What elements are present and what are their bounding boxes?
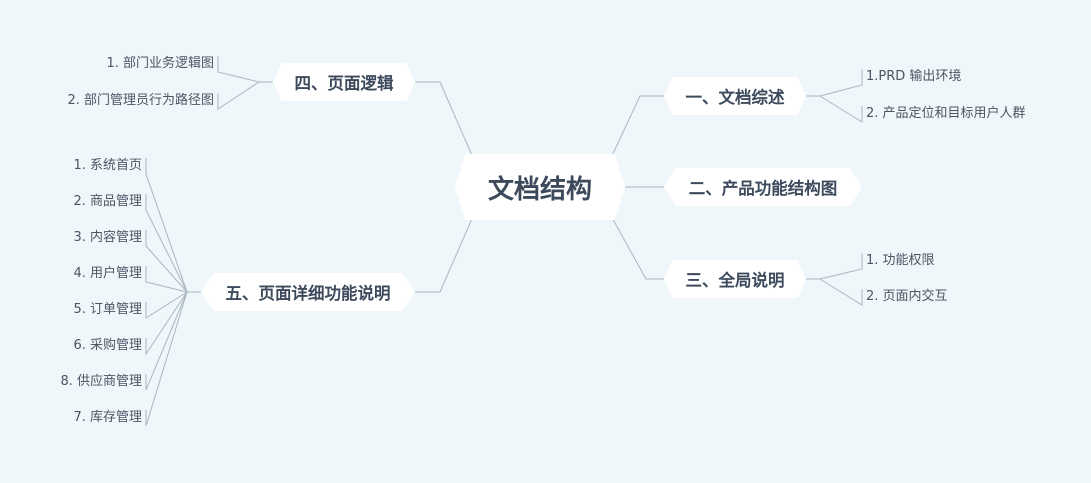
leaf-node[interactable]: 2. 商品管理 [73, 194, 142, 209]
connector-l-b4-0 [217, 56, 260, 83]
connector-l-b5-2 [145, 230, 188, 293]
leaf-node[interactable]: 1.PRD 输出环境 [866, 69, 962, 84]
leaf-node[interactable]: 8. 供应商管理 [60, 374, 142, 389]
branch-node-function-structure[interactable]: 二、产品功能结构图 [664, 168, 862, 206]
connector-l-b4-1 [217, 81, 260, 110]
leaf-node[interactable]: 3. 内容管理 [73, 230, 142, 245]
leaf-node[interactable]: 2. 部门管理员行为路径图 [67, 93, 214, 108]
connector-root-b1 [609, 95, 664, 161]
leaf-node[interactable]: 5. 订单管理 [73, 302, 142, 317]
branch-node-global-notes[interactable]: 三、全局说明 [664, 260, 806, 298]
leaf-node[interactable]: 2. 页面内交互 [866, 289, 948, 304]
leaf-node[interactable]: 1. 部门业务逻辑图 [106, 56, 214, 71]
connector-l-b5-4 [145, 291, 188, 319]
connector-l-b5-7 [145, 291, 188, 427]
leaf-node[interactable]: 7. 库存管理 [73, 410, 142, 425]
leaf-node[interactable]: 2. 产品定位和目标用户人群 [866, 106, 1026, 121]
connector-root-b3 [609, 213, 664, 280]
connector-l-b3-0 [819, 253, 863, 280]
leaf-node[interactable]: 6. 采购管理 [73, 338, 142, 353]
connector-l-b5-3 [145, 266, 188, 293]
connector-root-b5 [415, 213, 475, 293]
connector-l-b3-1 [819, 278, 863, 306]
connector-root-b4 [415, 81, 475, 161]
connector-l-b5-0 [145, 158, 188, 293]
branch-node-page-logic[interactable]: 四、页面逻辑 [273, 63, 415, 101]
leaf-node[interactable]: 4. 用户管理 [73, 266, 142, 281]
leaf-node[interactable]: 1. 系统首页 [73, 158, 142, 173]
root-node[interactable]: 文档结构 [455, 154, 625, 220]
connector-l-b5-1 [145, 194, 188, 293]
connector-l-b1-1 [819, 95, 863, 123]
branch-node-page-details[interactable]: 五、页面详细功能说明 [201, 273, 415, 311]
connector-l-b5-5 [145, 291, 188, 356]
branch-node-document-overview[interactable]: 一、文档综述 [664, 77, 806, 115]
connector-l-b1-0 [819, 69, 863, 97]
leaf-node[interactable]: 1. 功能权限 [866, 253, 935, 268]
connector-l-b5-6 [145, 291, 188, 391]
